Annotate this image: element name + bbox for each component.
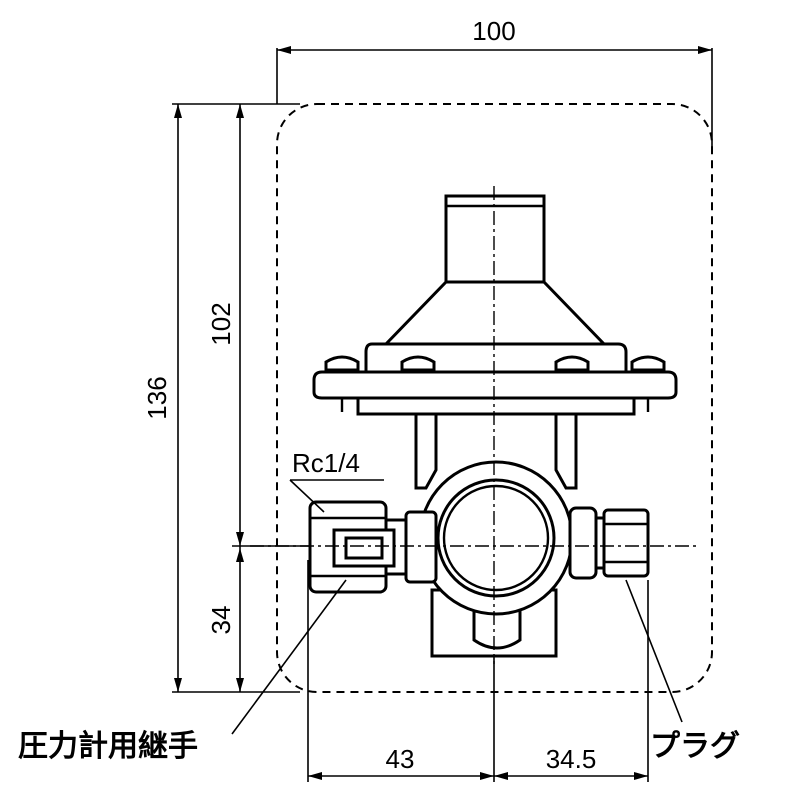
dim-offset-43: 43 bbox=[386, 744, 415, 774]
gauge-fitting-label: 圧力計用継手 bbox=[18, 729, 198, 764]
dim-height-136: 136 bbox=[142, 376, 172, 419]
bolt-heads bbox=[324, 355, 666, 412]
regulator-body bbox=[308, 194, 678, 658]
dim-offset-34-5: 34.5 bbox=[546, 744, 597, 774]
plug-label: プラグ bbox=[650, 729, 740, 764]
gauge-fitting bbox=[308, 500, 438, 594]
dim-height-102: 102 bbox=[206, 302, 236, 345]
dim-width-100: 100 bbox=[472, 16, 515, 46]
callouts bbox=[231, 479, 683, 735]
thread-spec-label: Rc1/4 bbox=[292, 448, 360, 478]
dim-height-34: 34 bbox=[206, 606, 236, 635]
center-lines bbox=[250, 186, 700, 664]
plug bbox=[568, 506, 650, 580]
dimension-lines bbox=[172, 46, 713, 782]
